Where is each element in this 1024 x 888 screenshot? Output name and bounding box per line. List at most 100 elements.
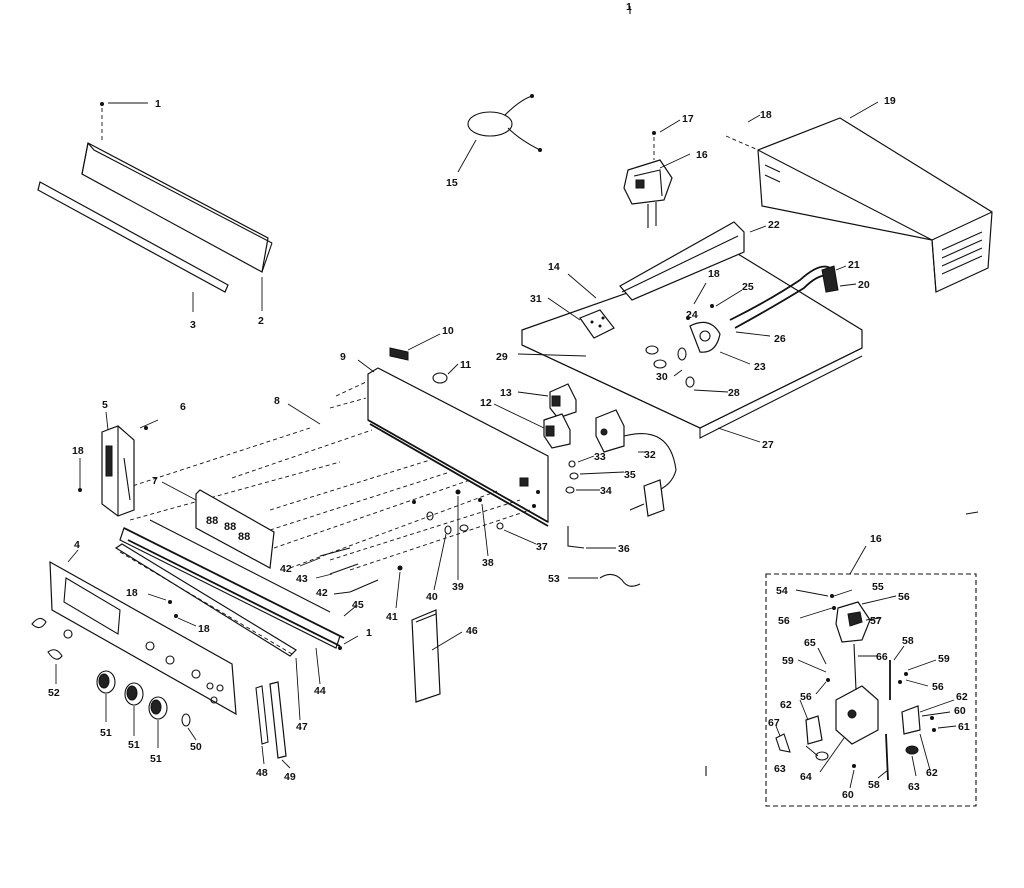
label-62: 62 (926, 767, 938, 779)
label-17: 17 (682, 113, 694, 125)
part-7-clock-timer: 88 88 88 (195, 489, 275, 569)
label-67: 67 (768, 717, 780, 729)
label-66: 66 (876, 651, 888, 663)
label-48: 48 (256, 767, 268, 779)
part-15-wire-harness (467, 94, 542, 152)
label-45: 45 (352, 599, 364, 611)
label-56: 56 (898, 591, 910, 603)
label-51: 51 (128, 739, 140, 751)
label-25: 25 (742, 281, 754, 293)
label-42: 42 (316, 587, 328, 599)
label-18: 18 (198, 623, 210, 635)
part-44-trim-rail (119, 519, 345, 649)
label-63: 63 (774, 763, 786, 775)
label-35: 35 (624, 469, 636, 481)
part-10-fitting (389, 347, 409, 361)
inset-part-57-valve-head (835, 601, 871, 643)
label-46: 46 (466, 625, 478, 637)
label-39: 39 (452, 581, 464, 593)
label-18: 18 (126, 587, 138, 599)
label-40: 40 (426, 591, 438, 603)
label-18: 18 (760, 109, 772, 121)
label-31: 31 (530, 293, 542, 305)
part-51-knob-2 (124, 682, 144, 706)
part-29-burner-box-plate (521, 253, 863, 439)
part-22-rail (619, 221, 745, 301)
part-16-gas-valve (623, 159, 673, 228)
part-12-switch (543, 413, 571, 449)
label-50: 50 (190, 741, 202, 753)
svg-text:88: 88 (224, 521, 236, 533)
label-20: 20 (858, 279, 870, 291)
label-12: 12 (480, 397, 492, 409)
label-60: 60 (954, 705, 966, 717)
part-51-knob-3 (148, 696, 168, 720)
inset-part-62-block (805, 705, 921, 745)
label-1: 1 (626, 1, 632, 13)
part-9-control-panel-back (367, 367, 549, 527)
label-65: 65 (804, 637, 816, 649)
part-32-transformer (595, 409, 677, 517)
part-51-knob-1 (96, 670, 116, 694)
label-60: 60 (842, 789, 854, 801)
label-7: 7 (152, 475, 158, 487)
label-19: 19 (884, 95, 896, 107)
label-22: 22 (768, 219, 780, 231)
part-21-flex-tube (729, 265, 839, 329)
label-24: 24 (686, 309, 698, 321)
part-31-spark-module (579, 309, 615, 339)
inset-valve-detail-frame (765, 573, 977, 807)
label-8: 8 (274, 395, 280, 407)
label-57: 57 (870, 615, 882, 627)
label-1: 1 (366, 627, 372, 639)
label-61: 61 (958, 721, 970, 733)
label-58: 58 (868, 779, 880, 791)
part-13-relay (549, 383, 577, 419)
label-23: 23 (754, 361, 766, 373)
label-34: 34 (600, 485, 612, 497)
label-29: 29 (496, 351, 508, 363)
label-2: 2 (258, 315, 264, 327)
label-41: 41 (386, 611, 398, 623)
label-55: 55 (872, 581, 884, 593)
label-26: 26 (774, 333, 786, 345)
label-58: 58 (902, 635, 914, 647)
label-10: 10 (442, 325, 454, 337)
part-5-end-bracket (101, 425, 135, 517)
label-49: 49 (284, 771, 296, 783)
callout-labels: 1 1 1 2 3 4 5 6 7 8 9 10 11 12 13 14 15 … (48, 1, 970, 801)
part-47-vent-grille (114, 543, 297, 657)
label-63: 63 (908, 781, 920, 793)
label-62: 62 (956, 691, 968, 703)
label-52: 52 (48, 687, 60, 699)
label-28: 28 (728, 387, 740, 399)
label-54: 54 (776, 585, 788, 597)
svg-text:88: 88 (206, 515, 218, 527)
label-5: 5 (102, 399, 108, 411)
label-56: 56 (932, 681, 944, 693)
label-4: 4 (74, 539, 80, 551)
label-43: 43 (296, 573, 308, 585)
label-59: 59 (782, 655, 794, 667)
label-11: 11 (460, 359, 471, 371)
label-51: 51 (150, 753, 162, 765)
part-48-strip (255, 685, 269, 745)
label-33: 33 (594, 451, 606, 463)
label-36: 36 (618, 543, 630, 555)
label-9: 9 (340, 351, 346, 363)
label-56: 56 (778, 615, 790, 627)
label-44: 44 (314, 685, 326, 697)
label-1: 1 (155, 98, 161, 110)
label-62: 62 (780, 699, 792, 711)
part-3-trim-strip (37, 181, 229, 293)
label-14: 14 (548, 261, 560, 273)
label-15: 15 (446, 177, 458, 189)
svg-text:88: 88 (238, 531, 250, 543)
part-49-strip (269, 681, 287, 759)
part-11-knob-stem (432, 372, 448, 384)
part-46-side-panel (411, 609, 441, 703)
label-16: 16 (696, 149, 708, 161)
label-64: 64 (800, 771, 812, 783)
label-59: 59 (938, 653, 950, 665)
